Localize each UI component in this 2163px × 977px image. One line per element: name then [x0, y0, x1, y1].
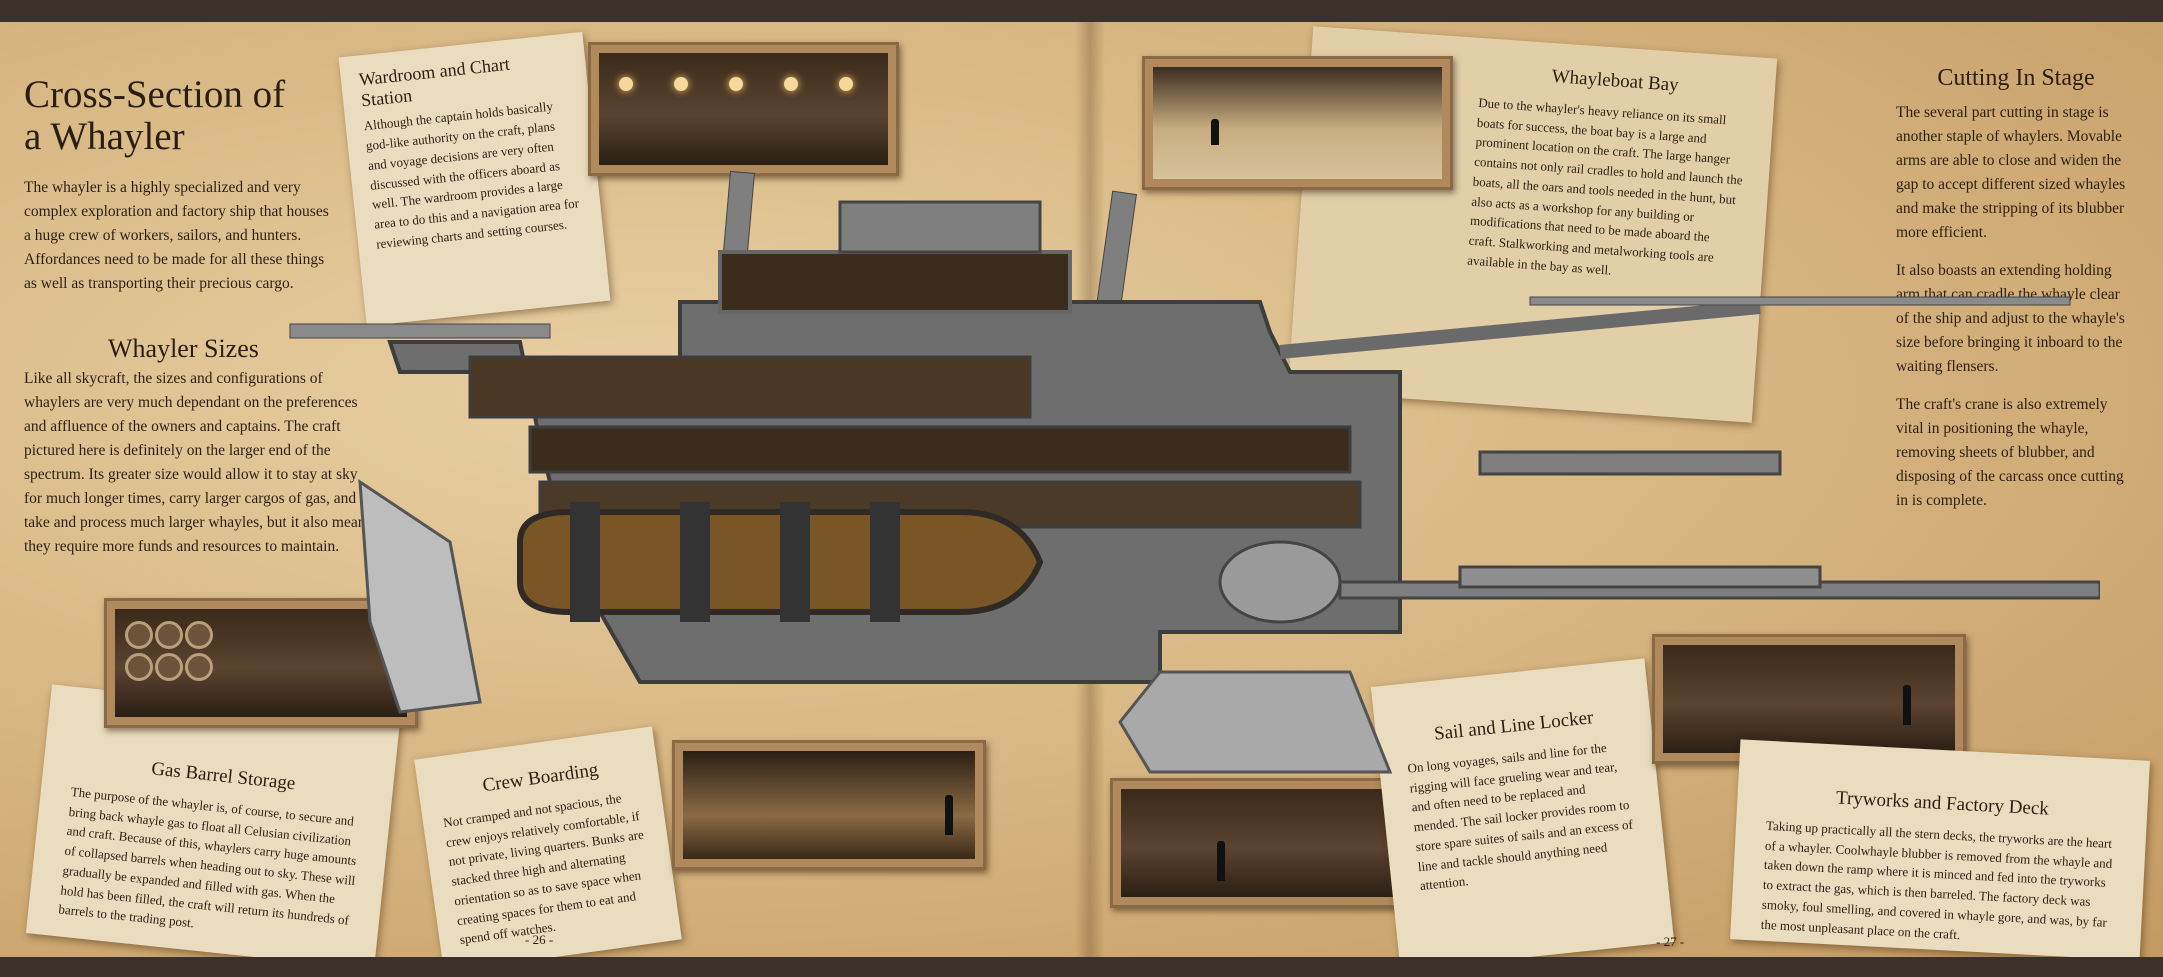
crew-scene — [683, 751, 975, 859]
lamp-icon — [619, 77, 633, 91]
rudder-fin — [358, 479, 482, 714]
page-title: Cross-Section of a Whayler — [24, 73, 286, 159]
bowsprit — [289, 323, 551, 339]
keel-fin — [1118, 670, 1393, 774]
wardroom-scene — [599, 53, 888, 165]
barrel-icon — [155, 621, 183, 649]
crane-arm — [1279, 300, 1761, 359]
sail-scene — [1121, 789, 1413, 897]
wardroom-title-line1: Wardroom and Chart — [357, 53, 511, 90]
cutting-title: Cutting In Stage — [1937, 65, 2095, 91]
strap — [570, 502, 600, 622]
barrel-icon — [155, 653, 183, 681]
crew-figure-icon — [1217, 841, 1225, 881]
page-title-line1: Cross-Section of — [24, 73, 286, 116]
lamp-icon — [674, 77, 688, 91]
middle-deck — [528, 425, 1352, 474]
cutting-stage-lower — [1458, 565, 1822, 589]
crew-figure-icon — [945, 795, 953, 835]
gas-scene — [115, 609, 407, 717]
sail-illustration — [1110, 778, 1424, 908]
bottom-edge — [0, 957, 2163, 977]
whayleboat-illustration — [1142, 56, 1453, 190]
wardroom-deck — [718, 250, 1072, 314]
barrel-icon — [125, 621, 153, 649]
ship-illustration — [289, 170, 2102, 774]
nose-cone — [1218, 540, 1342, 624]
cutting-stage-upper — [1478, 450, 1782, 476]
ship-cross-section — [280, 142, 2102, 822]
gas-illustration — [104, 598, 418, 728]
cutting-text-3: The craft's crane is also extremely vita… — [1896, 396, 2124, 510]
page-number-left: - 26 - — [525, 932, 554, 947]
lamp-icon — [784, 77, 798, 91]
cutting-text-1: The several part cutting in stage is ano… — [1896, 104, 2126, 242]
tryworks-text: Taking up practically all the stern deck… — [1760, 817, 2113, 942]
top-edge — [0, 0, 2163, 22]
barrel-icon — [185, 653, 213, 681]
whayleboat-scene — [1153, 67, 1442, 179]
page-number-right: - 27 - — [1656, 934, 1685, 949]
lamp-icon — [729, 77, 743, 91]
stern-cabin — [838, 200, 1042, 254]
lamp-icon — [839, 77, 853, 91]
tryworks-scene — [1663, 645, 1955, 753]
strap — [680, 502, 710, 622]
wardroom-title-line2: Station — [360, 84, 413, 111]
sizes-heading: Whayler Sizes — [108, 334, 259, 363]
crew-illustration — [672, 740, 986, 870]
page-title-line2: a Whayler — [24, 115, 185, 159]
strap — [780, 502, 810, 622]
upper-deck — [468, 355, 1032, 419]
barrel-icon — [125, 653, 153, 681]
barrel-icon — [185, 621, 213, 649]
crew-figure-icon — [1211, 119, 1219, 145]
sizes-text: Like all skycraft, the sizes and configu… — [24, 370, 372, 556]
intro-text: The whayler is a highly specialized and … — [24, 179, 329, 293]
crew-figure-icon — [1903, 685, 1911, 725]
book-spread: Cross-Section of a Whayler The whayler i… — [0, 22, 2163, 957]
wardroom-illustration — [588, 42, 899, 176]
strap — [870, 502, 900, 622]
crane-rail — [1529, 296, 2071, 306]
